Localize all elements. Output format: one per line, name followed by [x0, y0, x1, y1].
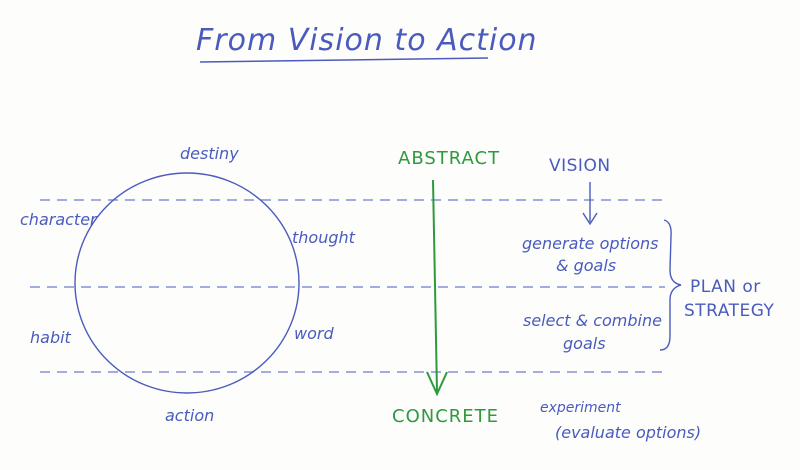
step1-line2: & goals [556, 256, 617, 275]
step2-line2: goals [563, 334, 606, 353]
experiment-line2: (evaluate options) [555, 423, 702, 442]
experiment-line1: experiment [540, 400, 621, 416]
abstract-concrete-arrowhead [426, 371, 448, 397]
abstract-concrete-arrow-shaft [432, 179, 438, 393]
cycle-label-habit: habit [30, 328, 71, 347]
cycle-label-character: character [20, 210, 97, 229]
cycle-label-thought: thought [292, 228, 355, 247]
plan-label-line2: STRATEGY [684, 301, 775, 321]
title-underline [199, 57, 489, 63]
vision-arrowhead [582, 212, 598, 226]
plan-brace [659, 219, 682, 351]
cycle-label-action: action [165, 406, 215, 425]
plan-label-line1: PLAN or [690, 277, 761, 297]
vision-label: VISION [549, 156, 611, 176]
cycle-label-word: word [294, 324, 334, 343]
step1-line1: generate options [522, 234, 659, 253]
axis-label-abstract: ABSTRACT [398, 148, 501, 169]
step2-line1: select & combine [523, 311, 662, 330]
page-title: From Vision to Action [196, 23, 538, 58]
cycle-circle [74, 172, 300, 394]
cycle-label-destiny: destiny [180, 144, 239, 163]
axis-label-concrete: CONCRETE [392, 406, 500, 427]
